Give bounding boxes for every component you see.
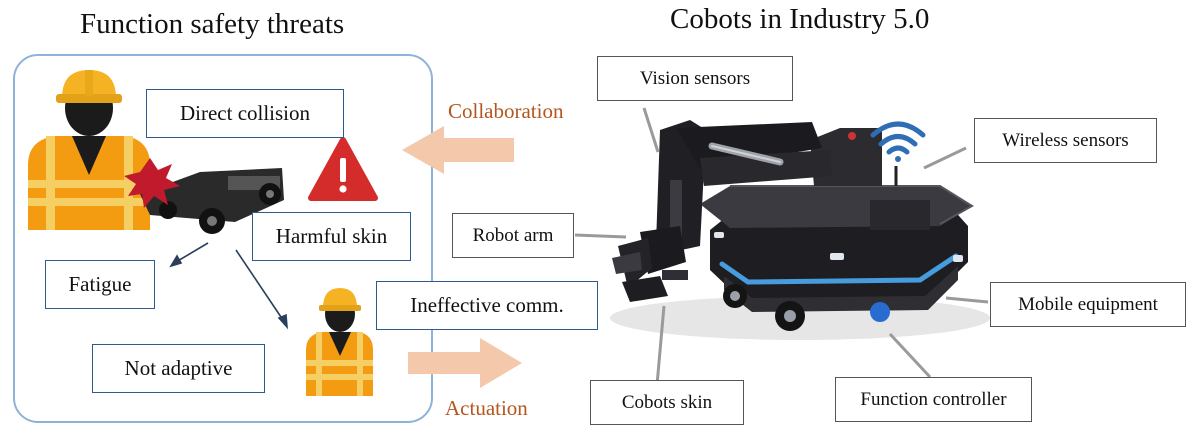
component-vision-sensors: Vision sensors: [597, 56, 793, 101]
collision-burst-icon: [124, 158, 180, 208]
cobot-illustration: [610, 120, 990, 340]
threat-not-adaptive: Not adaptive: [92, 344, 265, 393]
collaboration-arrow: [402, 126, 514, 174]
component-mobile-equipment: Mobile equipment: [990, 282, 1186, 327]
cobots-title: Cobots in Industry 5.0: [670, 3, 930, 35]
threat-direct-collision: Direct collision: [146, 89, 344, 138]
leader-mobile: [945, 296, 989, 304]
actuation-arrow: [408, 338, 522, 388]
component-cobots-skin: Cobots skin: [590, 380, 744, 425]
worker-communication-icon: [306, 288, 373, 396]
arrow-to-fatigue: [175, 242, 209, 263]
worker-collision-icon: [28, 70, 150, 230]
leader-cobots-skin: [655, 305, 666, 386]
threats-title: Function safety threats: [80, 8, 345, 40]
wifi-icon: [870, 121, 926, 162]
component-robot-arm: Robot arm: [452, 213, 574, 258]
actuation-label: Actuation: [445, 396, 528, 420]
collaboration-label: Collaboration: [448, 99, 564, 123]
threat-ineffective-comm: Ineffective comm.: [376, 281, 598, 330]
component-function-controller: Function controller: [835, 377, 1032, 422]
arrow-to-worker: [235, 249, 284, 321]
leader-wireless: [923, 146, 967, 170]
threat-fatigue: Fatigue: [45, 260, 155, 309]
collision-robot-icon: [140, 168, 284, 234]
leader-vision: [642, 107, 660, 153]
threat-harmful-skin: Harmful skin: [252, 212, 411, 261]
warning-icon: [308, 137, 378, 201]
threats-panel: [13, 54, 433, 423]
component-wireless-sensors: Wireless sensors: [974, 118, 1157, 163]
leader-controller: [888, 332, 932, 379]
leader-robot-arm: [574, 233, 627, 239]
